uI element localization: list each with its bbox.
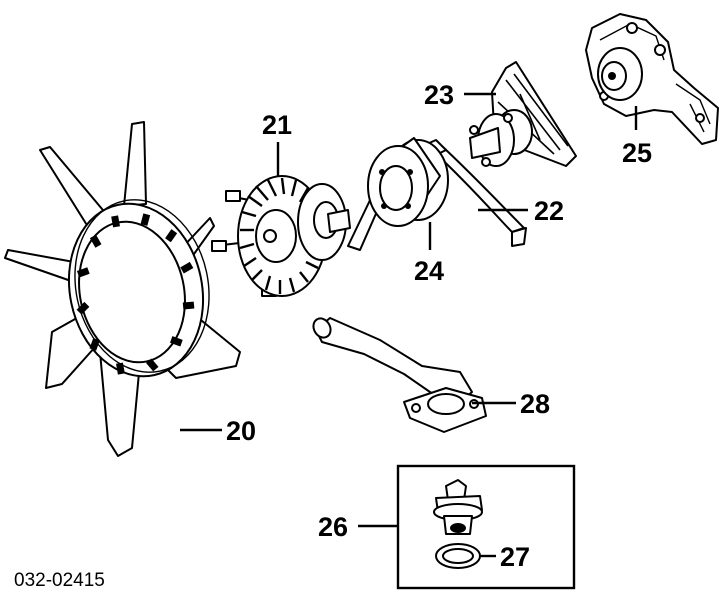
callout-28: 28 [520, 389, 550, 419]
callout-27: 27 [500, 542, 530, 572]
part-code: 032-02415 [14, 570, 105, 591]
gasket-drawing [435, 543, 481, 569]
pulley-drawing [367, 137, 449, 227]
inlet-neck [427, 393, 465, 415]
callout-24: 24 [414, 256, 444, 286]
inlet-pipe-end [312, 317, 332, 339]
fan-blade [123, 121, 147, 207]
fan-bracket-drawing [469, 61, 577, 167]
thermostat-drawing [433, 479, 483, 535]
fan-drawing [4, 121, 241, 457]
pump-housing [585, 13, 719, 145]
callout-22: 22 [534, 196, 564, 226]
clutch-center-bolt [263, 229, 277, 243]
fan-blade [4, 249, 75, 283]
clutch-stud [211, 240, 227, 252]
fan-shroud-depth [74, 199, 210, 373]
fan-shroud-outer [67, 202, 205, 378]
clutch-stud [225, 190, 241, 202]
callout-26: 26 [318, 512, 348, 542]
water-pump-drawing [585, 13, 719, 145]
clutch-shaft [327, 209, 351, 233]
callout-21: 21 [262, 110, 292, 140]
bracket-shaft [469, 127, 501, 159]
water-inlet-drawing [312, 317, 487, 433]
callout-20: 20 [226, 416, 256, 446]
callout-25: 25 [622, 138, 652, 168]
fan-clutch-drawing [211, 175, 351, 297]
thermostat-kit-box [396, 464, 576, 590]
fan-shroud-slots [76, 213, 195, 375]
belt-end [511, 227, 527, 247]
callout-23: 23 [424, 80, 454, 110]
pulley-front-flange [367, 145, 429, 227]
